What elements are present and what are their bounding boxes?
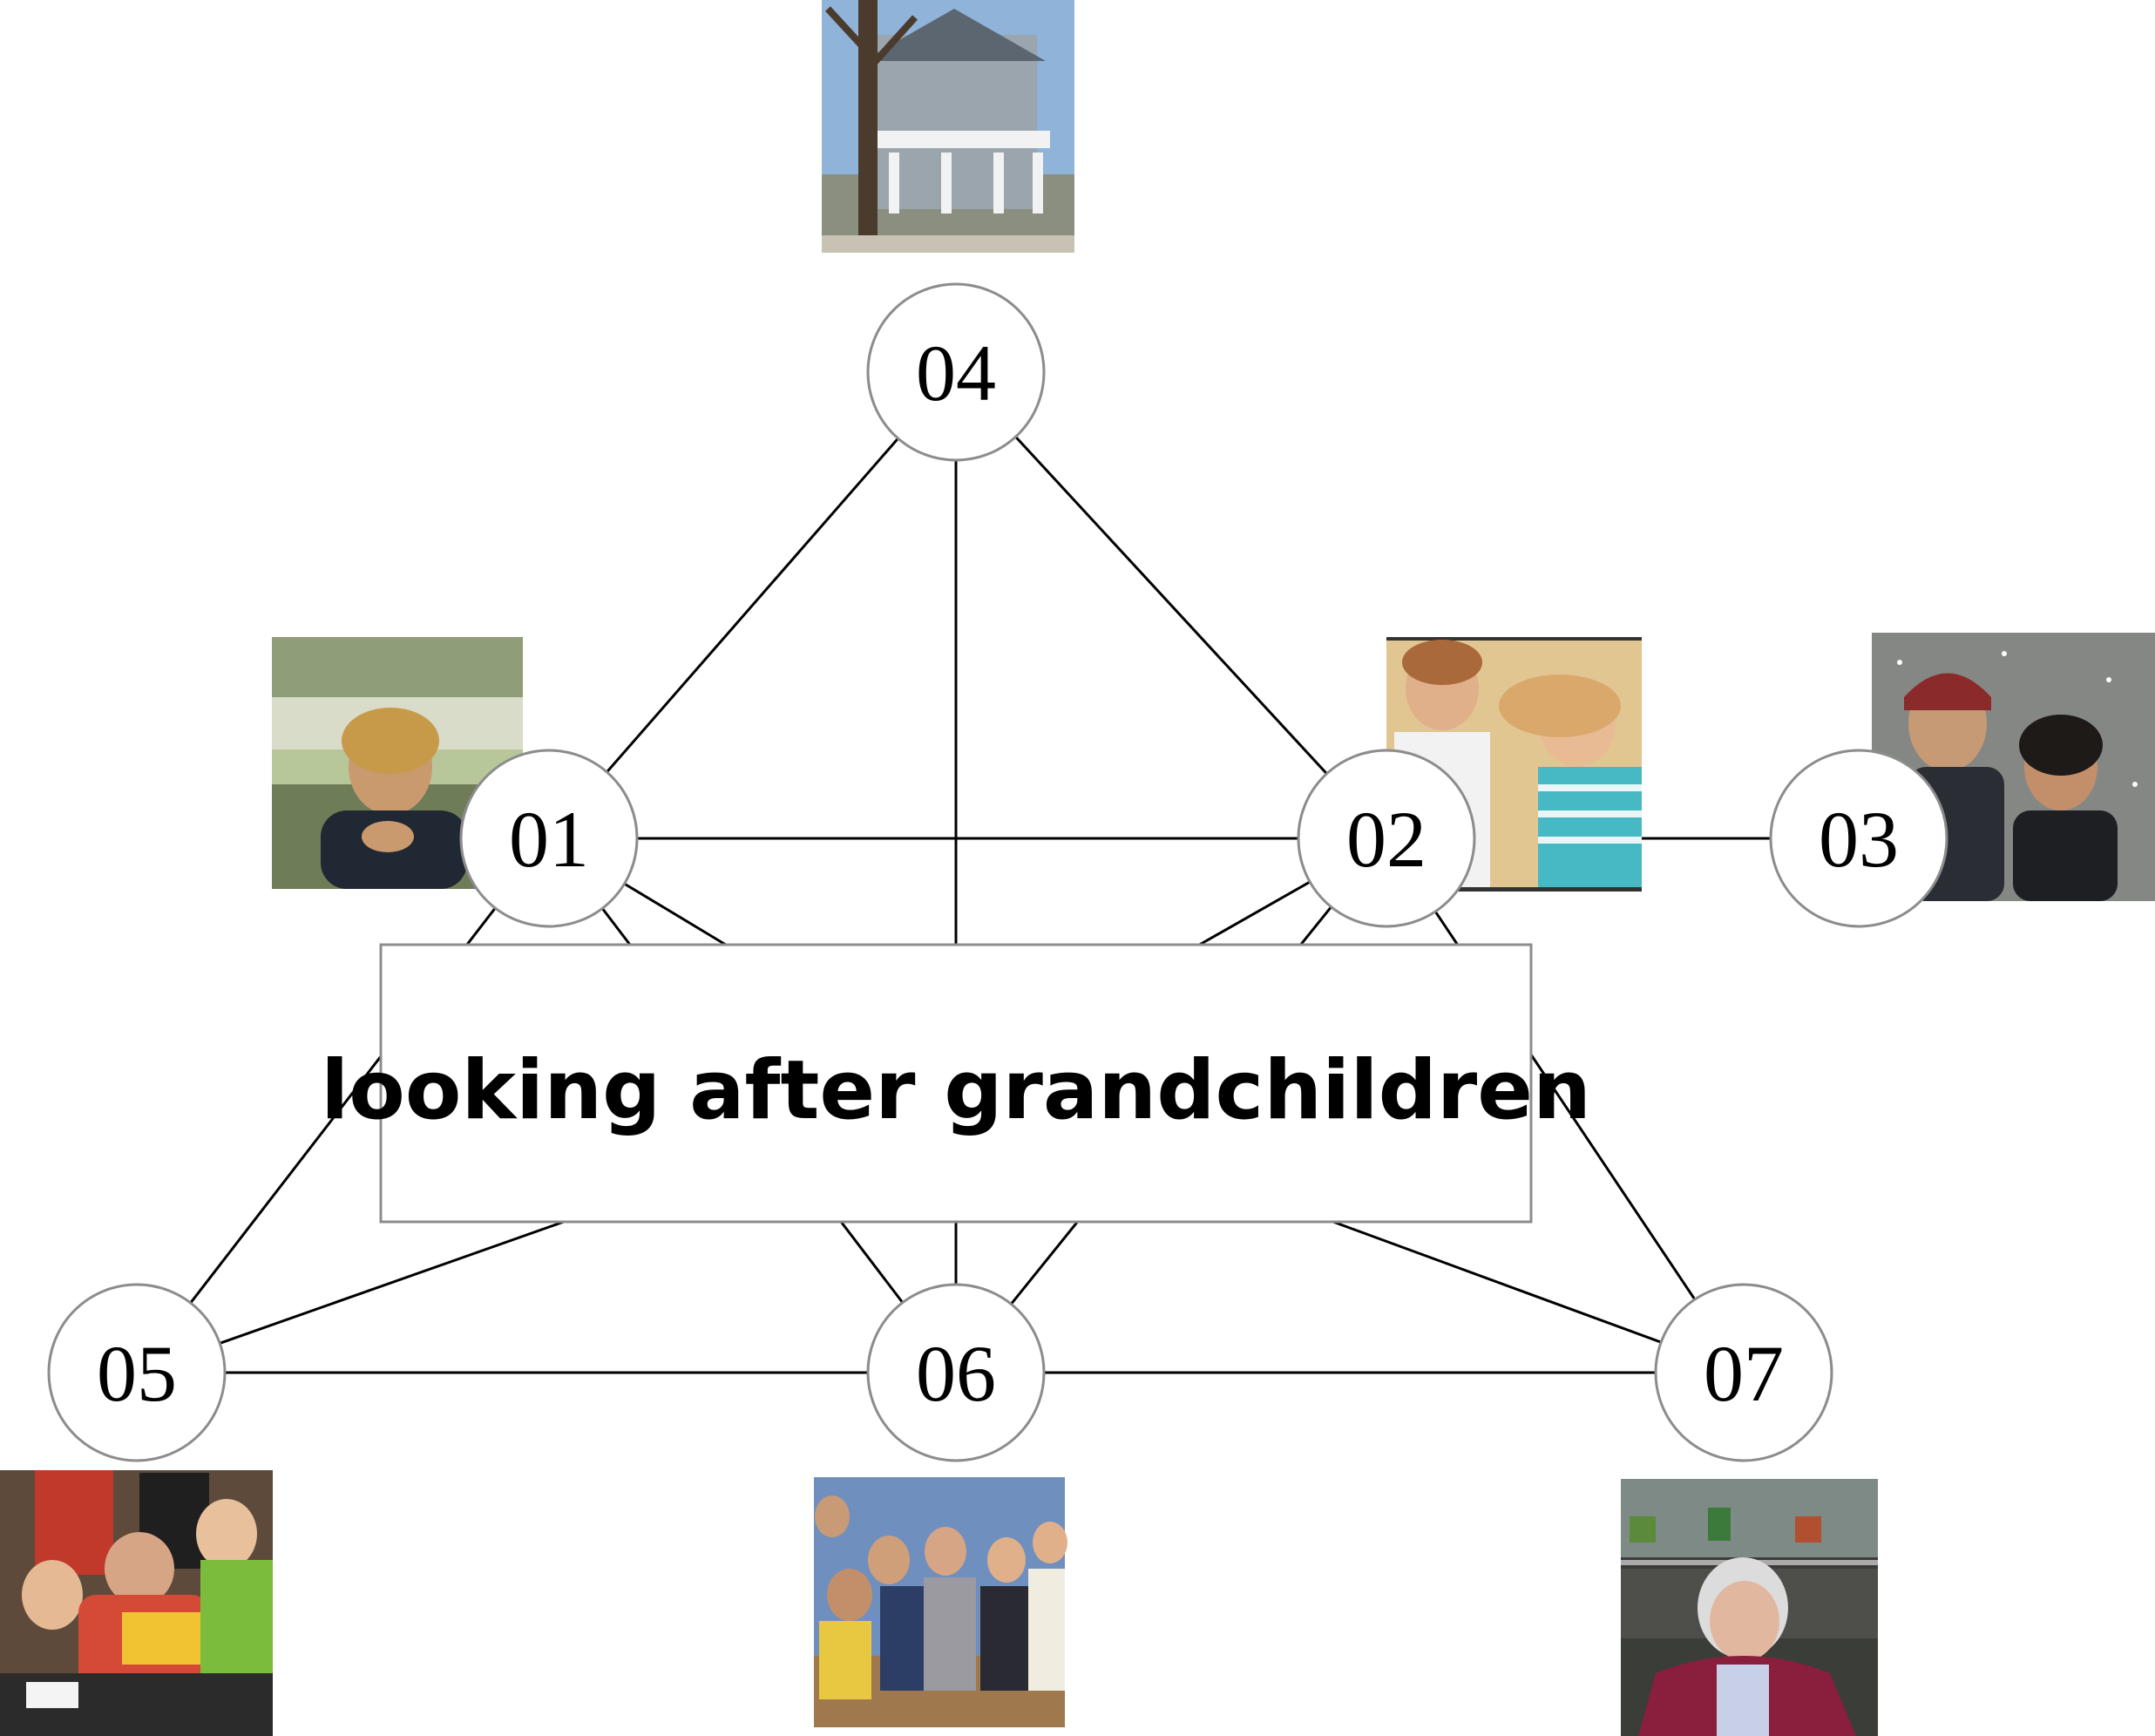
node-circle [866,282,1046,462]
node-04: 04 [866,282,1046,462]
photo-family-group [814,1477,1067,1727]
photo-couple-snow [1872,633,2155,901]
node-03: 03 [1769,749,1948,928]
photo-house [822,0,1074,253]
nodes-layer: 01 02 03 04 05 06 07 [47,282,1948,1462]
node-circle [459,749,639,928]
node-label: 04 [916,329,996,417]
center-topic-box [379,943,1533,1224]
node-06: 06 [866,1283,1046,1462]
node-circle [1654,1283,1833,1462]
node-label: 01 [509,795,589,884]
photo-elderly-woman-greenhouse [1621,1479,1878,1736]
node-05: 05 [47,1283,227,1462]
node-label: 05 [97,1329,177,1418]
center-topic: looking after grandchildren [321,943,1591,1224]
node-01: 01 [459,749,639,928]
node-circle [1297,749,1476,928]
node-02: 02 [1297,749,1476,928]
edge-04-02 [954,370,1388,840]
edge-04-01 [547,371,958,839]
edge-02-07 [1385,837,1745,1373]
node-label: 03 [1819,795,1899,884]
node-circle [866,1283,1046,1462]
center-topic-title: looking after grandchildren [321,1043,1591,1138]
photo-reading-with-children [0,1470,273,1736]
node-label: 02 [1346,795,1427,884]
node-circle [1769,749,1948,928]
edge-01-05 [135,837,551,1373]
node-07: 07 [1654,1283,1833,1462]
node-label: 07 [1704,1329,1784,1418]
node-label: 06 [916,1329,996,1418]
node-circle [47,1283,227,1462]
photo-elderly-woman-street [272,637,523,889]
